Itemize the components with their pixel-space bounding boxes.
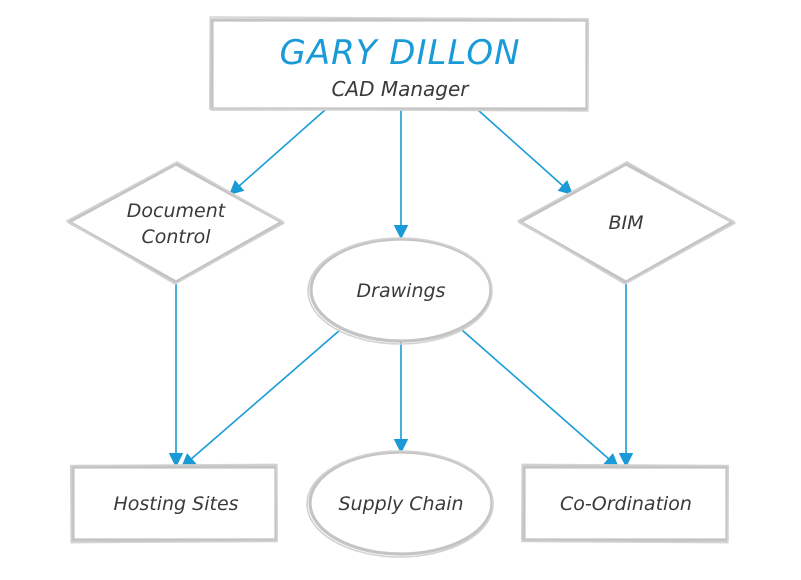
bim-node: BIM	[517, 161, 736, 285]
co-ordination-node: Co-Ordination	[520, 463, 729, 544]
connector-drawings-co-ordination	[461, 329, 620, 468]
drawings-node: Drawings	[307, 237, 493, 345]
hosting-sites-box	[71, 465, 278, 542]
supply-chain-label: Supply Chain	[338, 493, 463, 515]
drawings-ellipse	[309, 237, 493, 343]
hosting-sites-label: Hosting Sites	[113, 493, 238, 515]
document-control-node: Document Control	[66, 161, 285, 285]
co-ordination-label: Co-Ordination	[560, 493, 692, 515]
co-ordination-box-sketch	[520, 463, 729, 544]
supply-chain-ellipse	[308, 450, 494, 556]
root-node: GARY DILLON CAD Manager	[208, 16, 590, 112]
root-box-sketch	[208, 16, 590, 112]
document-control-diamond-sketch	[66, 161, 285, 285]
drawings-label: Drawings	[357, 280, 446, 302]
hosting-sites-node: Hosting Sites	[70, 463, 279, 544]
connector-drawings-hosting-sites	[180, 329, 341, 468]
supply-chain-ellipse-sketch	[306, 450, 494, 558]
document-control-diamond	[67, 162, 284, 284]
document-control-label-line1: Document	[127, 200, 227, 222]
drawings-ellipse-sketch	[307, 237, 493, 345]
connector-root-document-control	[228, 109, 326, 195]
bim-diamond-sketch	[517, 161, 736, 285]
hosting-sites-box-sketch	[70, 463, 279, 544]
document-control-label-line2: Control	[141, 226, 211, 248]
connectors	[168, 109, 634, 468]
root-box	[210, 18, 589, 111]
root-name: GARY DILLON	[279, 33, 520, 73]
supply-chain-node: Supply Chain	[306, 450, 494, 558]
co-ordination-box	[522, 465, 729, 542]
bim-diamond	[518, 162, 735, 284]
bim-label: BIM	[608, 212, 643, 234]
root-role: CAD Manager	[331, 77, 470, 101]
connector-root-bim	[477, 109, 574, 195]
